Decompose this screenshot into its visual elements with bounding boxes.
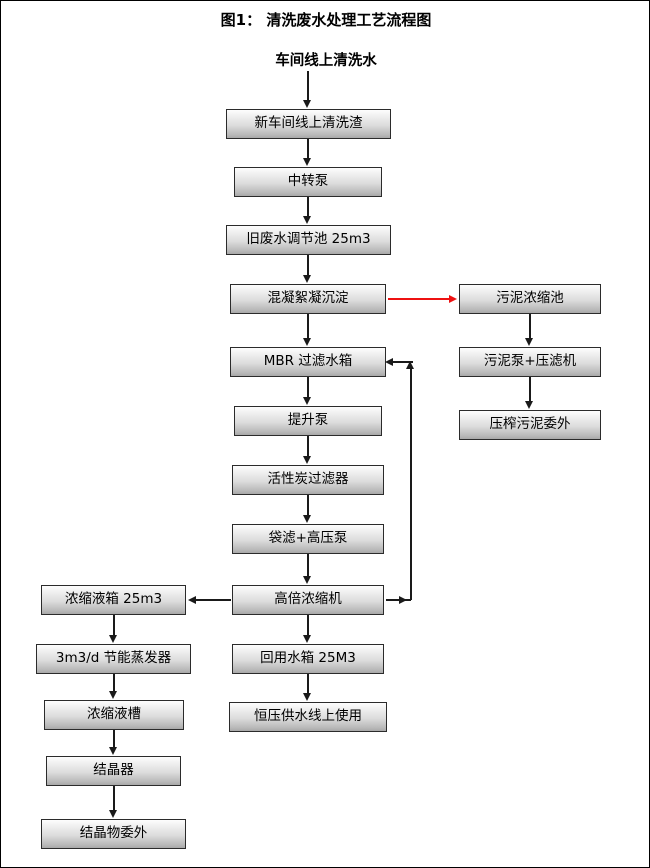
arrowhead-feedback-to-n5	[385, 358, 393, 366]
arrowhead-feedback-bottom	[399, 596, 407, 604]
arrowhead-n5-to-n6	[303, 397, 311, 405]
edge-start-to-n1	[307, 71, 309, 101]
arrowhead-l2-to-l3	[109, 691, 117, 699]
arrowhead-n2-to-n3	[303, 216, 311, 224]
arrowhead-r2-to-r3	[525, 401, 533, 409]
edge-feedback-vertical-segment	[410, 368, 412, 600]
node-lift-pump[interactable]: 提升泵	[234, 406, 382, 436]
arrowhead-l1-to-l2	[109, 635, 117, 643]
node-coagulation-flocculation-sedimentation[interactable]: 混凝絮凝沉淀	[230, 284, 386, 314]
arrowhead-n10-to-n11	[303, 693, 311, 701]
arrowhead-n1-to-n2	[303, 158, 311, 166]
edge-l3-to-l4	[113, 730, 115, 748]
edge-n9-to-l1	[196, 599, 231, 601]
node-crystallizer[interactable]: 结晶器	[46, 756, 181, 786]
arrowhead-n9-to-l1	[188, 596, 196, 604]
edge-n8-to-n9	[307, 554, 309, 577]
edge-n9-to-n10	[307, 615, 309, 636]
arrowhead-n3-to-n4	[303, 275, 311, 283]
edge-n10-to-n11	[307, 674, 309, 694]
node-reuse-water-tank[interactable]: 回用水箱 25M3	[232, 644, 384, 674]
arrowhead-start-to-n1	[303, 100, 311, 108]
node-sludge-pump-filter-press[interactable]: 污泥泵+压滤机	[459, 347, 601, 377]
edge-n4-to-n5	[307, 314, 309, 339]
node-old-wastewater-regulating-tank[interactable]: 旧废水调节池 25m3	[226, 225, 391, 255]
edge-n3-to-n4	[307, 255, 309, 276]
node-bag-filter-high-pressure-pump[interactable]: 袋滤+高压泵	[232, 524, 384, 554]
node-crystals-outsourced[interactable]: 结晶物委外	[41, 819, 186, 849]
edge-n4-to-r1-red	[388, 298, 450, 300]
node-concentrate-tank[interactable]: 浓缩液箱 25m3	[41, 585, 186, 615]
node-mbr-filter-tank[interactable]: MBR 过滤水箱	[230, 347, 386, 377]
arrowhead-l3-to-l4	[109, 747, 117, 755]
node-activated-carbon-filter[interactable]: 活性炭过滤器	[232, 465, 384, 495]
edge-n2-to-n3	[307, 197, 309, 217]
edge-n6-to-n7	[307, 436, 309, 457]
edge-l1-to-l2	[113, 615, 115, 636]
arrowhead-r1-to-r2	[525, 338, 533, 346]
node-constant-pressure-supply-line-use[interactable]: 恒压供水线上使用	[229, 702, 387, 732]
arrowhead-n7-to-n8	[303, 515, 311, 523]
node-energy-saving-evaporator[interactable]: 3m3/d 节能蒸发器	[36, 644, 191, 674]
arrowhead-n9-to-n10	[303, 635, 311, 643]
arrowhead-n6-to-n7	[303, 456, 311, 464]
node-concentrate-trough[interactable]: 浓缩液槽	[44, 700, 184, 730]
arrowhead-l4-to-l5	[109, 810, 117, 818]
edge-feedback-top-segment	[393, 361, 413, 363]
arrowhead-n8-to-n9	[303, 576, 311, 584]
start-label: 车间线上清洗水	[275, 53, 377, 69]
node-pressed-sludge-outsourced[interactable]: 压榨污泥委外	[459, 410, 601, 440]
edge-r2-to-r3	[529, 377, 531, 402]
arrowhead-feedback-up	[406, 361, 414, 369]
edge-l4-to-l5	[113, 786, 115, 811]
node-transfer-pump[interactable]: 中转泵	[234, 167, 382, 197]
arrowhead-n4-to-r1-red	[449, 295, 457, 303]
edge-n7-to-n8	[307, 495, 309, 516]
edge-r1-to-r2	[529, 314, 531, 339]
edge-n5-to-n6	[307, 377, 309, 398]
node-new-workshop-line-rinse-residue[interactable]: 新车间线上清洗渣	[226, 109, 391, 139]
node-high-ratio-concentrator[interactable]: 高倍浓缩机	[232, 585, 384, 615]
edge-feedback-bottom-segment	[386, 599, 411, 601]
page-title: 图1： 清洗废水处理工艺流程图	[220, 11, 432, 29]
node-sludge-thickening-tank[interactable]: 污泥浓缩池	[459, 284, 601, 314]
arrowhead-n4-to-n5	[303, 338, 311, 346]
edge-n1-to-n2	[307, 139, 309, 159]
edge-l2-to-l3	[113, 674, 115, 692]
